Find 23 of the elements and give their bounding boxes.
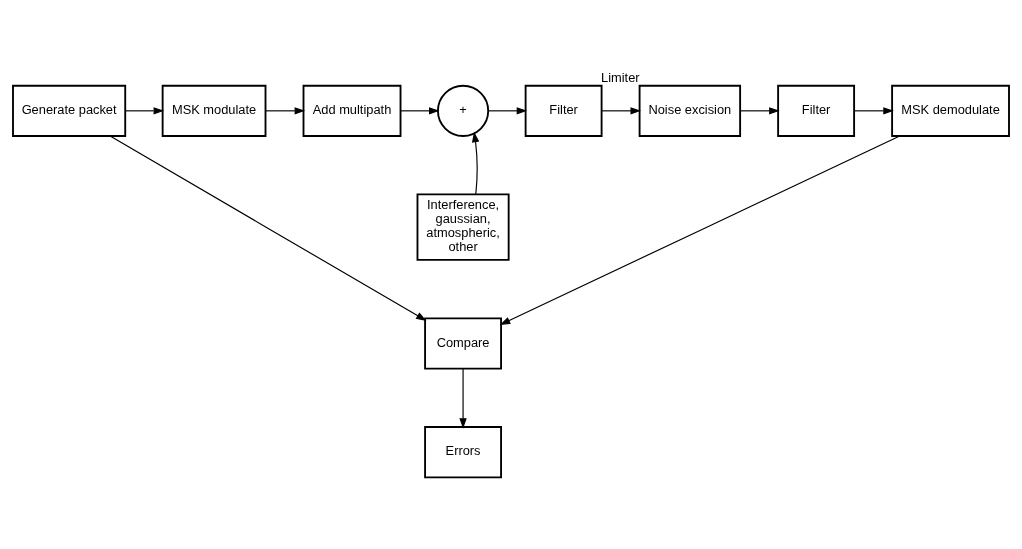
node-box: Noise excision (638, 84, 742, 137)
node-box: Errors (424, 426, 502, 479)
node-box: MSK modulate (161, 84, 267, 137)
node-box: Filter (777, 84, 856, 137)
node-circle: + (437, 84, 490, 137)
node-box: MSK demodulate (891, 84, 1010, 137)
node-box: Add multipath (302, 84, 402, 137)
arrow (499, 135, 901, 325)
arrow (265, 107, 306, 115)
arrow (601, 107, 641, 115)
arrow (400, 107, 440, 115)
node-label: Limiter (601, 69, 640, 85)
arrow (459, 368, 467, 429)
node-box: Interference, gaussian, atmospheric, other (416, 193, 510, 261)
arrow (739, 107, 780, 115)
node-box: Compare (424, 317, 502, 370)
node-box: Filter (524, 84, 603, 137)
arrow (124, 107, 165, 115)
node-box: Generate packet (12, 84, 127, 137)
arrow (109, 135, 427, 321)
arrow (471, 131, 480, 195)
arrow (487, 107, 528, 115)
arrow (853, 107, 894, 115)
